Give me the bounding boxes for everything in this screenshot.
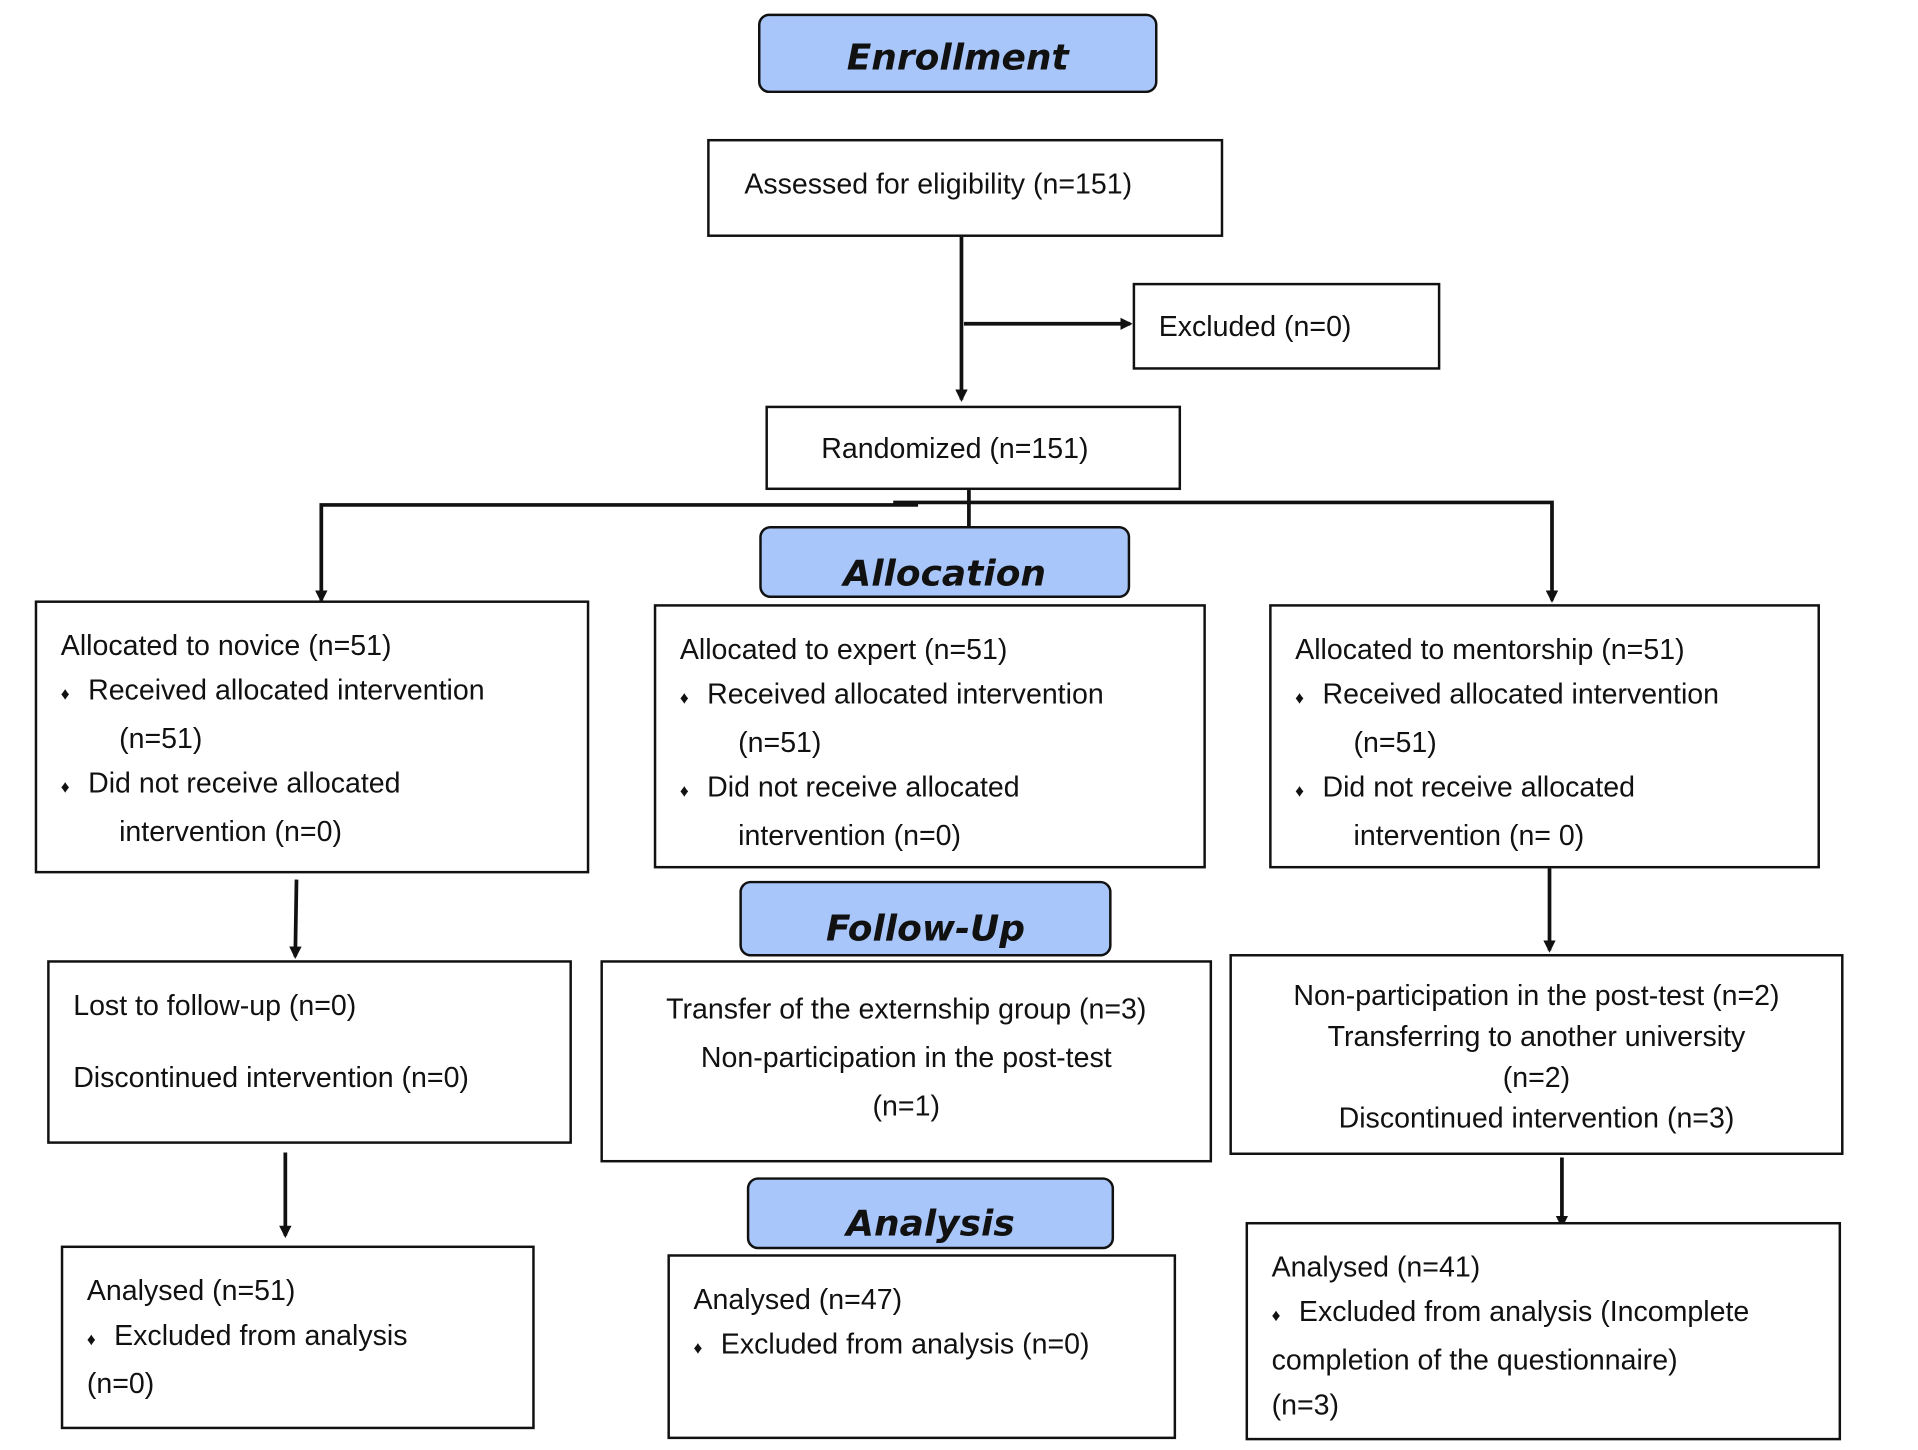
mentorship-not-received-count: intervention (n= 0) (1353, 818, 1585, 852)
diamond-bullet-icon: ♦ (679, 780, 689, 801)
mentorship-received-item: ♦ Received allocated intervention (1295, 671, 1817, 719)
mentorship-excluded-text: Excluded from analysis (Incomplete (1298, 1295, 1750, 1328)
analysis-phase-text: Analysis (846, 1202, 1015, 1245)
expert-not-received-item: ♦ Did not receive allocated (680, 764, 1204, 812)
allocation-phase-text: Allocation (843, 552, 1047, 595)
mentorship-excluded-item: ♦ Excluded from analysis (Incomplete (1272, 1289, 1839, 1337)
expert-received-count: (n=51) (738, 725, 822, 759)
novice-not-received-count: intervention (n=0) (119, 815, 342, 848)
expert-excluded-text: Excluded from analysis (n=0) (720, 1327, 1090, 1360)
analysis-phase-label: Analysis (746, 1177, 1115, 1250)
mentorship-received-count: (n=51) (1353, 725, 1437, 759)
expert-non-participation-text: Non-participation in the post-test (700, 1040, 1112, 1074)
expert-transfer-text: Transfer of the externship group (n=3) (666, 992, 1147, 1025)
allocation-phase-label: Allocation (759, 526, 1131, 598)
split-to-mentorship (893, 500, 1559, 603)
expert-not-received-count: intervention (n=0) (738, 818, 962, 852)
expert-not-received-text: Did not receive allocated (707, 770, 1020, 803)
mentorship-analysed-text: Analysed (n=41) (1271, 1250, 1481, 1283)
enrollment-phase-label: Enrollment (758, 13, 1158, 94)
mentorship-transfer-text: Transferring to another university (1327, 1019, 1746, 1053)
excluded-box: Excluded (n=0) (1132, 282, 1441, 370)
mentorship-allocation-box: Allocated to mentorship (n=51) ♦ Receive… (1269, 604, 1820, 869)
expert-analysed-text: Analysed (n=47) (693, 1282, 903, 1316)
mentorship-excluded-text-2: completion of the questionnaire) (1271, 1343, 1678, 1376)
mentorship-follow-up-box: Non-participation in the post-test (n=2)… (1229, 954, 1844, 1155)
mentorship-transfer-count: (n=2) (1502, 1060, 1571, 1093)
expert-received-item: ♦ Received allocated intervention (680, 671, 1204, 719)
diamond-bullet-icon: ♦ (1295, 780, 1305, 801)
diamond-bullet-icon: ♦ (86, 1328, 96, 1349)
follow-up-phase-text: Follow-Up (825, 906, 1025, 950)
arrow-novice-to-followup (289, 879, 302, 959)
diamond-bullet-icon: ♦ (60, 683, 70, 704)
follow-up-phase-label: Follow-Up (739, 880, 1112, 957)
novice-follow-up-box: Lost to follow-up (n=0) Discontinued int… (47, 960, 572, 1144)
novice-received-text: Received allocated intervention (88, 673, 485, 706)
novice-received-item: ♦ Received allocated intervention (61, 667, 587, 715)
mentorship-non-participation-text: Non-participation in the post-test (n=2) (1293, 978, 1780, 1012)
expert-allocation-box: Allocated to expert (n=51) ♦ Received al… (653, 604, 1206, 869)
novice-received-count: (n=51) (119, 722, 203, 755)
expert-excluded-item: ♦ Excluded from analysis (n=0) (693, 1321, 1173, 1369)
diamond-bullet-icon: ♦ (1271, 1305, 1281, 1325)
diamond-bullet-icon: ♦ (693, 1337, 703, 1358)
novice-lost-text: Lost to follow-up (n=0) (73, 988, 357, 1022)
expert-received-text: Received allocated intervention (707, 677, 1104, 710)
mentorship-allocation-title: Allocated to mentorship (n=51) (1295, 632, 1685, 665)
novice-allocation-title: Allocated to novice (n=51) (60, 628, 392, 662)
expert-follow-up-box: Transfer of the externship group (n=3) N… (600, 960, 1213, 1163)
expert-non-participation-count: (n=1) (872, 1089, 940, 1122)
expert-allocation-title: Allocated to expert (n=51) (679, 632, 1008, 665)
assessed-box: Assessed for eligibility (n=151) (707, 138, 1224, 237)
mentorship-received-text: Received allocated intervention (1322, 677, 1720, 710)
randomized-box: Randomized (n=151) (765, 405, 1182, 491)
novice-excluded-item: ♦ Excluded from analysis (87, 1313, 532, 1361)
novice-not-received-item: ♦ Did not receive allocated (61, 760, 587, 808)
novice-excluded-text: Excluded from analysis (114, 1318, 408, 1352)
diamond-bullet-icon: ♦ (60, 776, 70, 797)
novice-discontinued-text: Discontinued intervention (n=0) (73, 1060, 469, 1093)
novice-analysis-box: Analysed (n=51) ♦ Excluded from analysis… (60, 1245, 535, 1430)
mentorship-not-received-text: Did not receive allocated (1322, 770, 1635, 803)
diamond-bullet-icon: ♦ (679, 687, 689, 708)
expert-analysis-box: Analysed (n=47) ♦ Excluded from analysis… (667, 1254, 1177, 1440)
assessed-text: Assessed for eligibility (n=151) (744, 167, 1133, 200)
mentorship-discontinued-text: Discontinued intervention (n=3) (1338, 1101, 1735, 1134)
novice-allocation-box: Allocated to novice (n=51) ♦ Received al… (34, 600, 590, 874)
enrollment-phase-text: Enrollment (846, 35, 1069, 79)
excluded-text: Excluded (n=0) (1158, 310, 1352, 343)
mentorship-excluded-count: (n=3) (1271, 1388, 1340, 1421)
split-to-novice (315, 503, 919, 603)
novice-analysed-text: Analysed (n=51) (86, 1274, 296, 1307)
randomized-text: Randomized (n=151) (821, 431, 1089, 464)
diamond-bullet-icon: ♦ (1295, 687, 1305, 708)
novice-excluded-count: (n=0) (86, 1367, 155, 1400)
novice-not-received-text: Did not receive allocated (88, 766, 401, 799)
mentorship-not-received-item: ♦ Did not receive allocated (1295, 764, 1817, 812)
mentorship-analysis-box: Analysed (n=41) ♦ Excluded from analysis… (1245, 1221, 1842, 1441)
